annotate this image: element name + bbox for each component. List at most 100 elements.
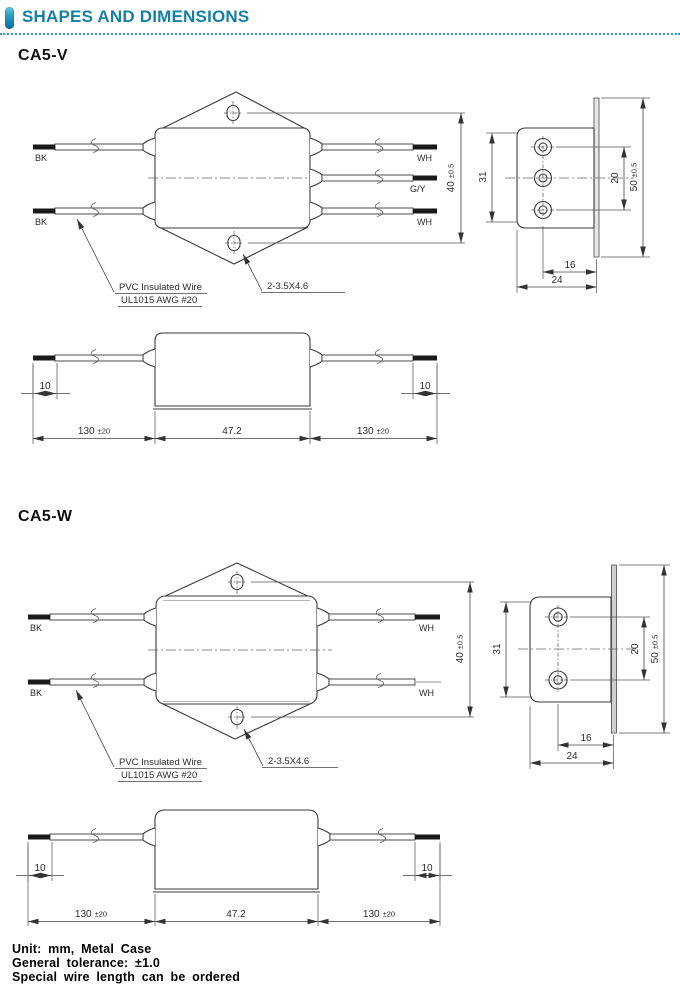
ca5w-wire-note: PVC Insulated Wire UL1015 AWG #20 — [75, 689, 207, 782]
dim-value: 24 — [551, 275, 563, 286]
svg-text:130±20: 130±20 — [78, 426, 110, 437]
dim-value: 130 — [78, 426, 95, 437]
hole-callout-text: 2-3.5X4.6 — [267, 281, 308, 292]
wire-color-label: BK — [30, 623, 42, 633]
header-accent-bar-icon — [5, 7, 14, 29]
ca5v-bottom-wire-left — [33, 348, 156, 368]
ca5v-dim-strip-left: 10 — [21, 363, 70, 399]
ca5v-dim-bracket-height: 50 ±0.5 — [629, 98, 646, 257]
dim-value: 40 — [446, 181, 457, 193]
dim-value: 20 — [630, 643, 641, 655]
dim-value: 31 — [478, 171, 489, 183]
dim-value: 16 — [580, 733, 592, 744]
dim-value: 47.2 — [226, 909, 246, 920]
ca5w-dim-bracket-height: 50 ±0.5 — [650, 565, 667, 733]
wire-color-label: WH — [417, 217, 432, 227]
dim-tolerance: ±20 — [383, 910, 395, 919]
ca5w-dim-case-height: 31 — [492, 602, 509, 697]
footer-wire-length-note: Special wire length can be ordered — [12, 970, 241, 984]
ca5w-wire-left-top — [28, 607, 157, 627]
section-header: SHAPES AND DIMENSIONS — [0, 0, 680, 36]
dim-tolerance: ±20 — [377, 427, 389, 436]
ca5v-bottom-view: 10 10 130±20 47.2 130±20 — [21, 332, 450, 444]
dim-value: 31 — [492, 643, 503, 655]
ca5v-dim-length-chain: 130±20 47.2 130±20 — [32, 365, 438, 444]
dim-value: 130 — [363, 909, 380, 920]
dim-value: 20 — [610, 172, 621, 184]
dim-tolerance: ±0.5 — [456, 635, 465, 650]
ca5w-bottom-wire-right — [317, 827, 440, 847]
wire-color-label: WH — [419, 688, 434, 698]
ca5v-hole-callout: 2-3.5X4.6 — [242, 253, 345, 293]
ca5v-top-view: BK BK WH G/Y WH 40 ±0.5 PVC Insulated Wir… — [33, 91, 465, 307]
ca5w-dim-hole-to-edge: 16 — [558, 733, 614, 748]
dim-value: 47.2 — [222, 426, 242, 437]
hole-callout-text: 2-3.5X4.6 — [268, 756, 309, 767]
svg-text:50±0.5: 50 ±0.5 — [629, 163, 640, 192]
dim-value: 16 — [564, 260, 576, 271]
ca5w-side-view: 31 20 50 ±0.5 16 24 — [492, 564, 670, 769]
dim-tolerance: ±0.5 — [651, 635, 660, 650]
ca5v-wire-right-top — [309, 137, 437, 157]
dim-value: 10 — [419, 381, 431, 392]
dim-value: 10 — [421, 863, 433, 874]
wire-color-label: BK — [35, 153, 47, 163]
ca5v-wire-left-top — [33, 137, 156, 157]
ca5v-wire-note: PVC Insulated Wire UL1015 AWG #20 — [76, 218, 207, 307]
ca5w-wire-left-bottom — [28, 672, 157, 692]
ca5w-bottom-wire-left — [28, 827, 156, 847]
footer-unit-note: Unit: mm, Metal Case — [12, 942, 152, 956]
ca5w-dim-overall-height: 40 ±0.5 — [455, 582, 473, 717]
ca5v-bottom-wire-right — [309, 348, 437, 368]
ca5w-wire-right-bottom — [316, 672, 441, 692]
page-title: SHAPES AND DIMENSIONS — [22, 7, 250, 26]
footer-notes: Unit: mm, Metal Case General tolerance: … — [12, 942, 240, 984]
svg-text:50±0.5: 50 ±0.5 — [650, 635, 661, 664]
ca5w-dim-strip-left: 10 — [16, 842, 64, 881]
ca5w-bottom-view: 10 10 130±20 47.2 130±20 — [16, 809, 452, 926]
ca5w-dim-strip-right: 10 — [403, 842, 452, 881]
ca5v-dim-case-height: 31 — [478, 133, 495, 222]
svg-text:130±20: 130±20 — [363, 909, 395, 920]
ca5w-hole-callout: 2-3.5X4.6 — [243, 728, 338, 768]
dim-value: 10 — [39, 381, 51, 392]
ca5v-wire-left-bottom — [33, 201, 156, 221]
wire-color-label: WH — [417, 153, 432, 163]
ca5v-wire-right-middle — [309, 168, 437, 188]
ca5w-wire-right-top — [316, 607, 440, 627]
dim-value: 130 — [357, 426, 374, 437]
dim-tolerance: ±20 — [98, 427, 110, 436]
header-divider — [0, 33, 680, 35]
ca5w-top-view: BK BK WH WH 40 ±0.5 PVC Insulated Wire UL… — [28, 562, 474, 782]
svg-text:40±0.5: 40 ±0.5 — [446, 164, 457, 193]
dim-value: 50 — [650, 652, 661, 664]
dim-tolerance: ±0.5 — [447, 164, 456, 179]
wire-color-label: BK — [35, 217, 47, 227]
svg-text:130±20: 130±20 — [75, 909, 107, 920]
ca5v-dim-case-depth: 24 — [517, 275, 597, 290]
ca5v-wire-right-bottom — [309, 201, 437, 221]
wire-note-line2: UL1015 AWG #20 — [121, 770, 197, 781]
ca5w-dim-case-depth: 24 — [530, 751, 614, 766]
dim-tolerance: ±20 — [95, 910, 107, 919]
ca5v-dim-overall-height: 40 ±0.5 — [446, 113, 464, 243]
svg-text:130±20: 130±20 — [357, 426, 389, 437]
wire-note-line2: UL1015 AWG #20 — [121, 295, 197, 306]
dim-value: 40 — [455, 652, 466, 664]
wire-color-label: G/Y — [410, 184, 426, 194]
wire-color-label: WH — [419, 623, 434, 633]
ca5v-dim-hole-pitch: 20 — [610, 147, 627, 210]
dim-value: 50 — [629, 180, 640, 192]
dim-value: 10 — [34, 863, 46, 874]
ca5v-dim-hole-to-edge: 16 — [543, 260, 597, 275]
dim-value: 130 — [75, 909, 92, 920]
ca5w-dim-hole-pitch: 20 — [630, 617, 647, 680]
model-title-ca5w: CA5-W — [18, 508, 73, 525]
wire-color-label: BK — [30, 688, 42, 698]
footer-tolerance-note: General tolerance: ±1.0 — [12, 956, 161, 970]
dim-tolerance: ±0.5 — [630, 163, 639, 178]
ca5w-dim-length-chain: 130±20 47.2 130±20 — [27, 844, 441, 926]
wire-note-line1: PVC Insulated Wire — [119, 282, 202, 293]
